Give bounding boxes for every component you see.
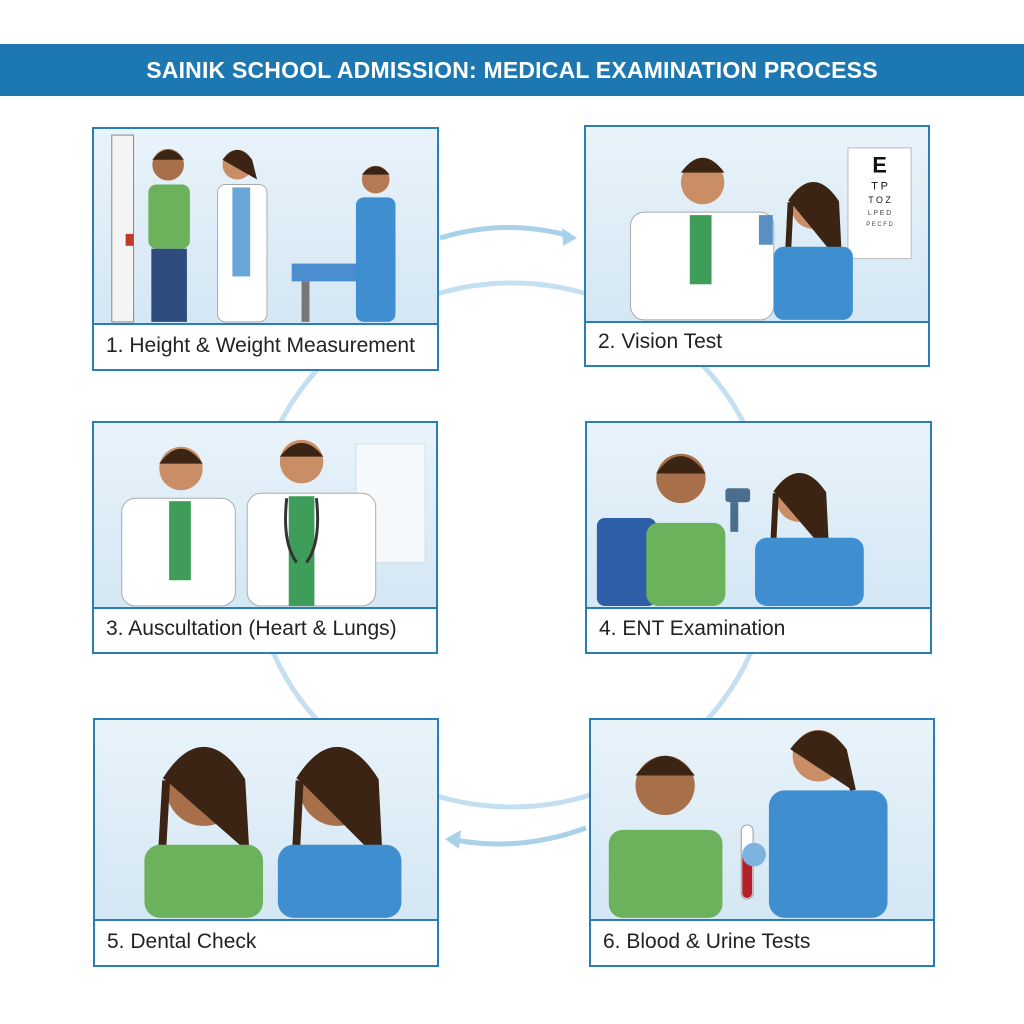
step-card-6: 6. Blood & Urine Tests <box>589 718 935 967</box>
svg-text:T P: T P <box>871 180 888 192</box>
height-scale-icon <box>111 134 396 323</box>
tooth-icon <box>144 747 402 918</box>
step-card-5: 5. Dental Check <box>93 718 439 967</box>
step-card-3: 3. Auscultation (Heart & Lungs) <box>92 421 438 654</box>
page-title: SAINIK SCHOOL ADMISSION: MEDICAL EXAMINA… <box>146 56 878 83</box>
vision-test-illustration: E T P T O Z L P E D P E C F D <box>586 127 928 323</box>
ent-exam-illustration <box>587 423 930 609</box>
arrow-step1-to-2 <box>439 225 571 241</box>
step-label: 5. Dental Check <box>107 930 257 953</box>
eye-chart-icon: E T P T O Z L P E D P E C F D <box>629 147 912 321</box>
step-label: 2. Vision Test <box>598 330 723 353</box>
auscultation-illustration <box>94 423 436 609</box>
otoscope-icon <box>596 453 864 606</box>
step-card-2: E T P T O Z L P E D P E C F D 2. Vision … <box>584 125 930 367</box>
title-banner: SAINIK SCHOOL ADMISSION: MEDICAL EXAMINA… <box>0 44 1024 96</box>
svg-text:L P E D: L P E D <box>868 210 891 217</box>
svg-text:E: E <box>872 153 887 178</box>
step-label: 1. Height & Weight Measurement <box>106 334 415 357</box>
svg-text:T O Z: T O Z <box>868 195 891 205</box>
step-card-1: 1. Height & Weight Measurement <box>92 127 439 371</box>
arrow-head-icon <box>445 830 461 849</box>
height-weight-illustration <box>94 129 437 325</box>
arrow-step6-to-5 <box>454 825 587 847</box>
dental-check-illustration <box>95 720 437 921</box>
test-tube-icon <box>608 730 888 918</box>
step-card-4: 4. ENT Examination <box>585 421 932 654</box>
step-label: 4. ENT Examination <box>599 617 786 640</box>
stethoscope-icon <box>121 439 426 607</box>
arrow-head-icon <box>562 228 577 246</box>
step-label: 6. Blood & Urine Tests <box>603 930 811 953</box>
svg-text:P E C F D: P E C F D <box>866 222 893 228</box>
step-label: 3. Auscultation (Heart & Lungs) <box>106 617 397 640</box>
blood-urine-test-illustration <box>591 720 933 921</box>
